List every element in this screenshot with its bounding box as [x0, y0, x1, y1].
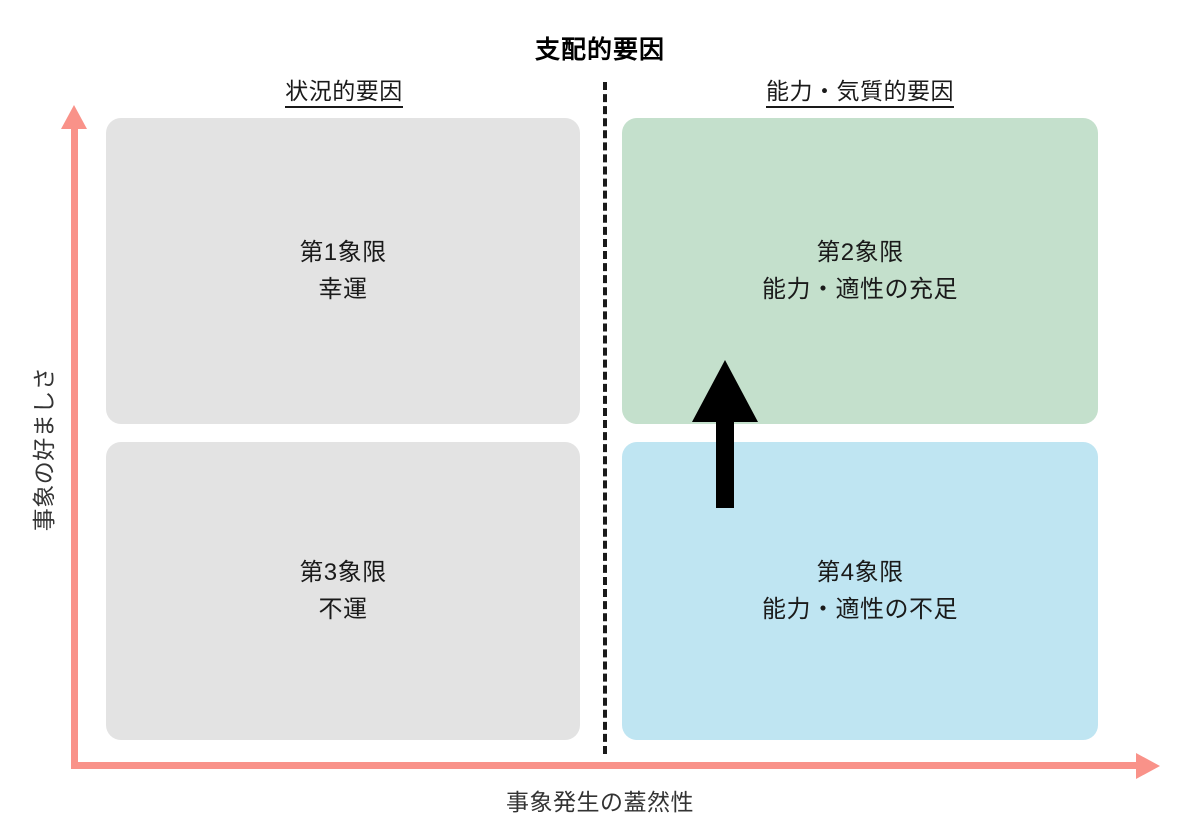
x-axis-label: 事象発生の蓋然性 [506, 789, 694, 815]
quadrant-4-name: 第4象限 [816, 558, 904, 586]
y-axis-arrow-icon [61, 105, 87, 129]
quadrant-3-name: 第3象限 [299, 558, 387, 586]
quadrant-3: 第3象限 不運 [106, 442, 580, 740]
x-axis-arrow-icon [1136, 753, 1160, 779]
column-header-right: 能力・気質的要因 [622, 72, 1098, 108]
vertical-dashed-divider [603, 82, 607, 754]
page-title: 支配的要因 [534, 36, 665, 64]
quadrant-1-description: 幸運 [318, 276, 368, 303]
quadrant-2: 第2象限 能力・適性の充足 [622, 118, 1098, 424]
column-header-right-label: 能力・気質的要因 [766, 78, 954, 108]
quadrant-2-description: 能力・適性の充足 [762, 276, 958, 303]
column-header-left: 状況的要因 [108, 72, 580, 108]
y-axis-label: 事象の好ましさ [31, 366, 57, 532]
growth-up-arrow-icon [690, 360, 760, 508]
column-header-left-label: 状況的要因 [285, 78, 403, 108]
quadrant-1-name: 第1象限 [299, 238, 387, 266]
quadrant-4: 第4象限 能力・適性の不足 [622, 442, 1098, 740]
y-axis-line [71, 122, 78, 767]
quadrant-1: 第1象限 幸運 [106, 118, 580, 424]
quadrant-2-name: 第2象限 [816, 238, 904, 266]
x-axis-line [71, 762, 1140, 769]
quadrant-4-description: 能力・適性の不足 [762, 596, 958, 623]
quadrant-3-description: 不運 [318, 596, 368, 623]
